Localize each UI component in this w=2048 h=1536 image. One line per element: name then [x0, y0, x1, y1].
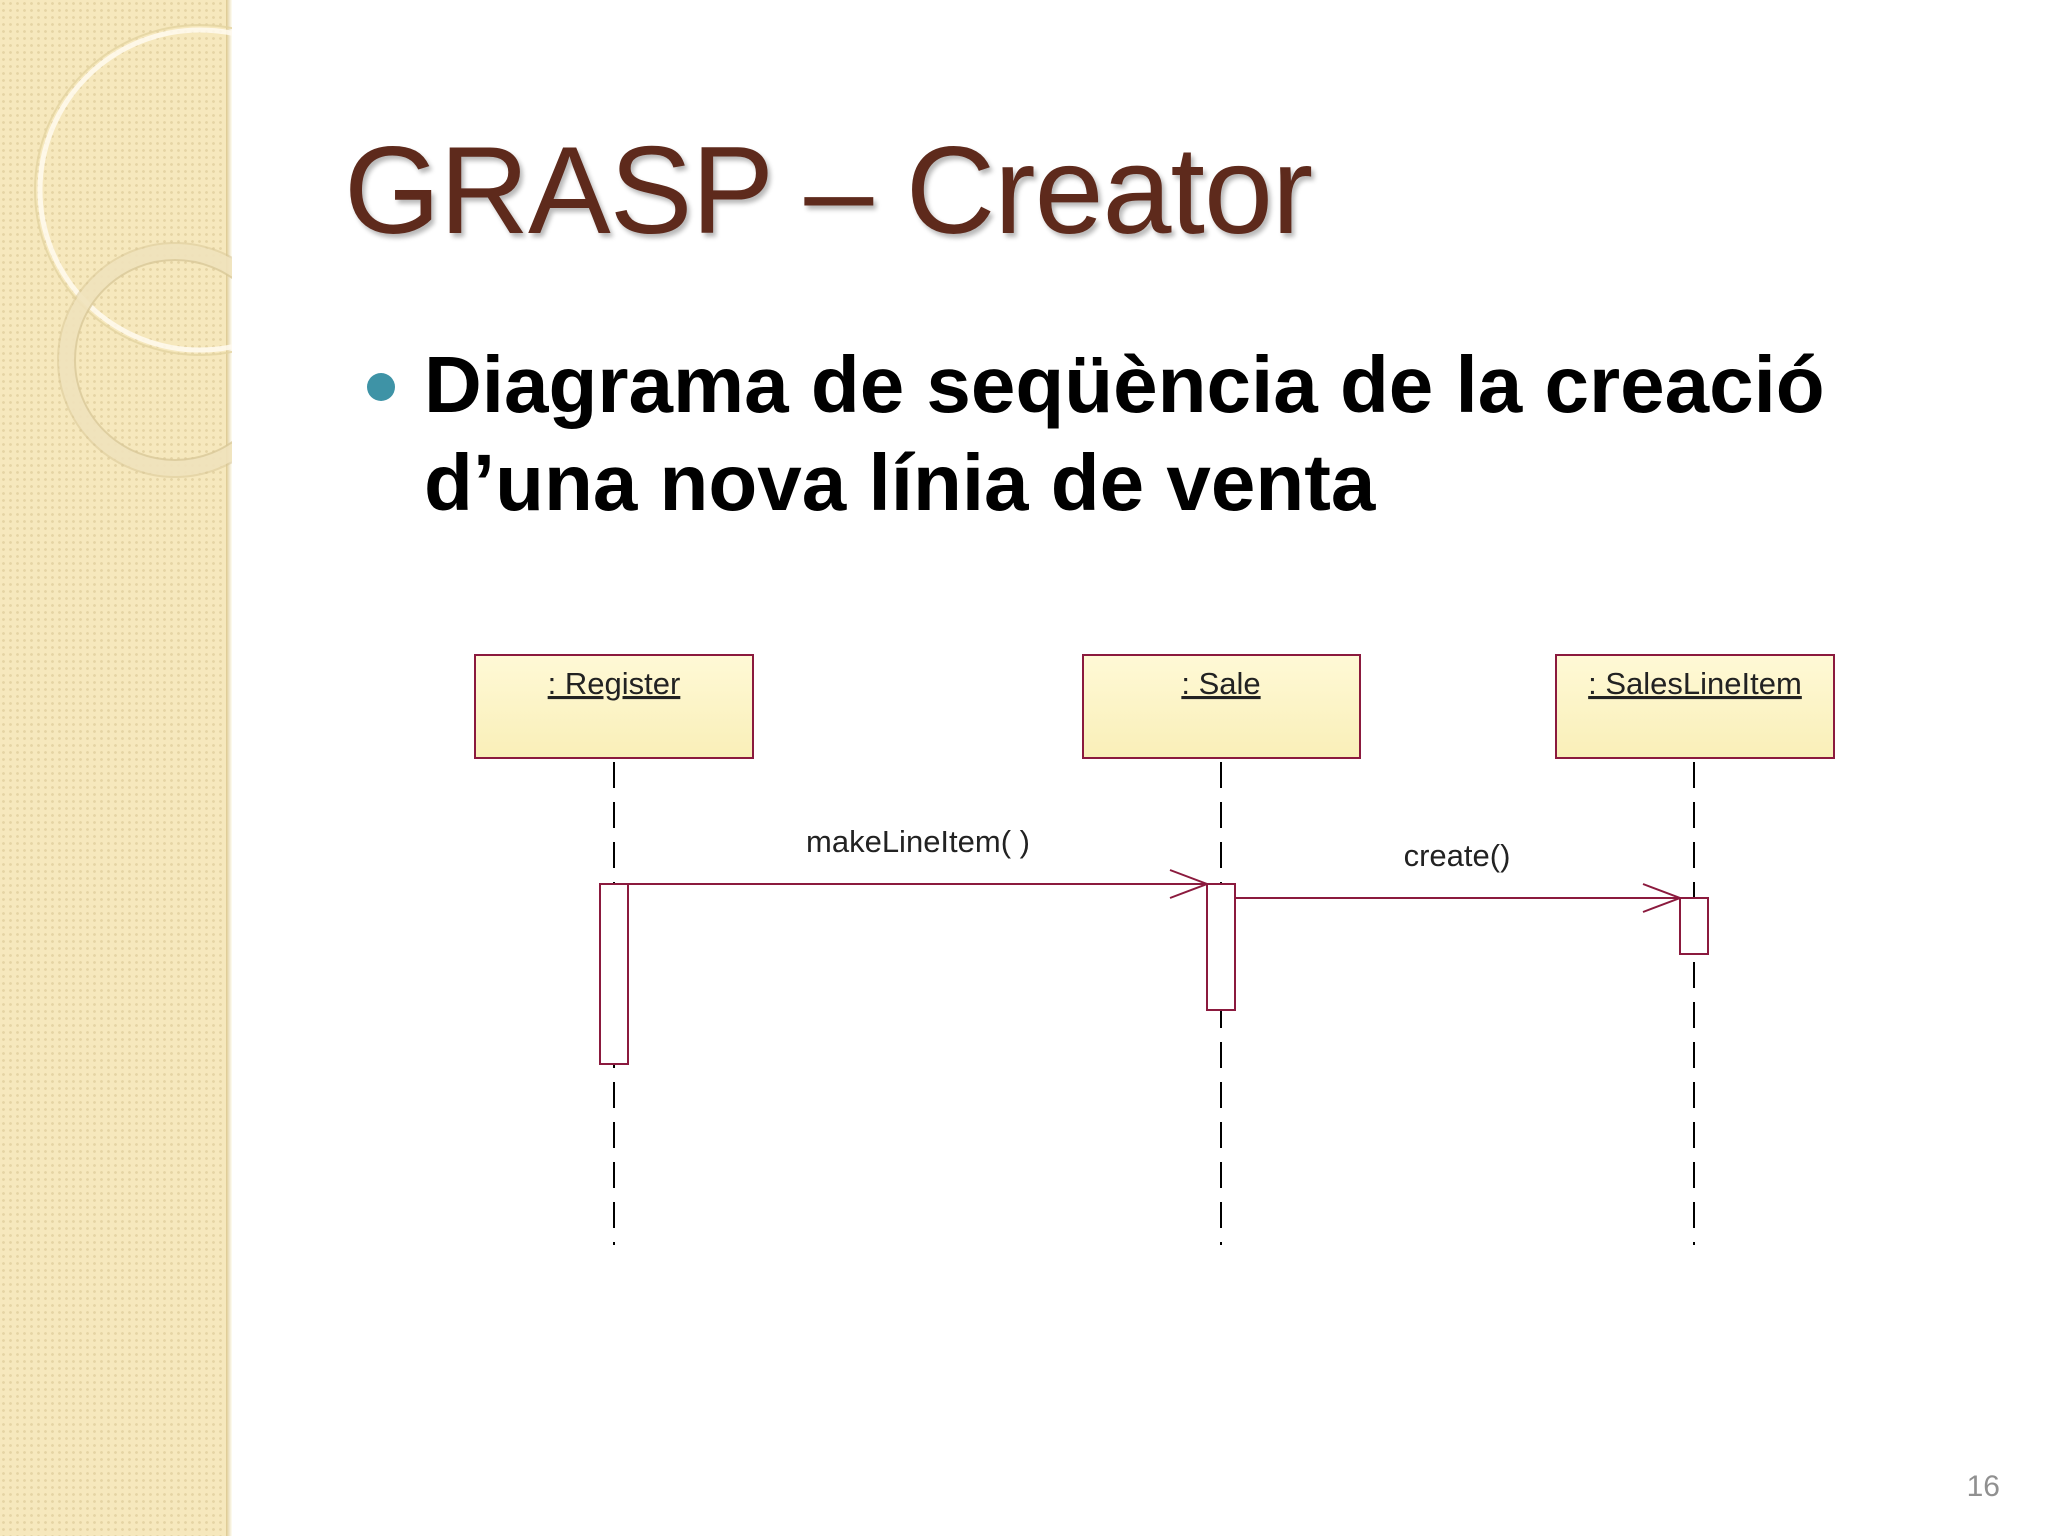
lifeline-saleslineitem-box — [1555, 654, 1835, 759]
message-create-label: create() — [1404, 838, 1511, 873]
activation-bar-sale — [1206, 883, 1236, 1011]
lifeline-register: : Register — [474, 654, 754, 759]
activation-bar-register — [599, 883, 629, 1065]
bullet-dot-icon — [367, 373, 395, 401]
lifeline-saleslineitem-label: : SalesLineItem — [1588, 666, 1802, 701]
lifeline-sale-label: : Sale — [1181, 666, 1260, 701]
slide-title: GRASP – Creator — [344, 122, 1313, 260]
arrowhead-icon — [1169, 869, 1210, 899]
sidebar-edge — [226, 0, 232, 1536]
arrowhead-icon — [1642, 883, 1683, 913]
lifeline-saleslineitem: : SalesLineItem — [1555, 654, 1835, 759]
page-number: 16 — [1966, 1470, 2000, 1503]
lifeline-sale: : Sale — [1082, 654, 1361, 759]
message-makelineitem: makeLineItem( ) — [628, 824, 1210, 899]
decorative-rings — [34, 24, 232, 478]
bullet-text: Diagrama de seqüència de la creació d’un… — [424, 340, 1825, 527]
message-makelineitem-label: makeLineItem( ) — [806, 824, 1030, 859]
lifeline-register-box — [474, 654, 754, 759]
activation-bar-saleslineitem — [1679, 897, 1709, 955]
message-create: create() — [1235, 838, 1683, 913]
lifeline-sale-box — [1082, 654, 1361, 759]
lifeline-register-label: : Register — [548, 666, 681, 701]
